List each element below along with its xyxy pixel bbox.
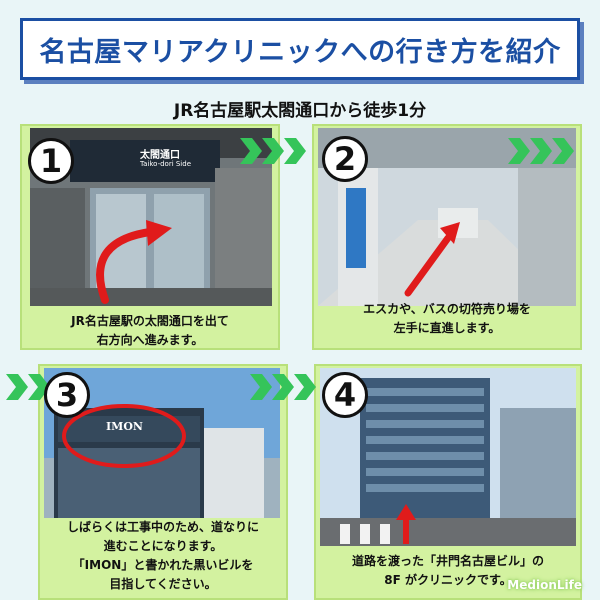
step-3-photo: IMON	[44, 368, 280, 518]
step-1-caption-line: JR名古屋駅の太閤通口を出て	[71, 314, 229, 328]
step-3-number: 3	[44, 372, 90, 418]
chevron-right-icon	[294, 374, 316, 400]
station-sign-label: 太閤通口	[140, 150, 180, 161]
station-sign-sub: Taiko-dori Side	[140, 160, 192, 168]
page-subtitle: JR名古屋駅太閤通口から徒歩1分	[173, 101, 427, 121]
chevron-right-icon	[552, 138, 574, 164]
step-3-caption-line: 目指してください。	[109, 577, 217, 591]
chevron-right-icon	[508, 138, 530, 164]
building-sign: IMON	[106, 420, 143, 433]
step-1-caption: JR名古屋駅の太閤通口を出て 右方向へ進みます。	[20, 312, 280, 350]
page-title: 名古屋マリアクリニックへの行き方を紹介	[39, 36, 561, 68]
page-title-box: 名古屋マリアクリニックへの行き方を紹介	[20, 18, 580, 80]
chevron-right-icon	[262, 138, 284, 164]
step-3-caption-line: 「IMON」と書かれた黒いビルを	[72, 558, 254, 572]
step-arrow-1-2	[240, 138, 306, 164]
step-arrow-3-4	[250, 374, 316, 400]
step-2-edge-arrows	[508, 138, 574, 164]
step-2-caption-line: 左手に直進します。	[393, 321, 501, 335]
step-4-number: 4	[322, 372, 368, 418]
step-2-caption: エスカや、バスの切符売り場を 左手に直進します。	[312, 300, 582, 338]
chevron-right-icon	[250, 374, 272, 400]
step-3-caption-line: 進むことになります。	[103, 539, 223, 553]
chevron-right-icon	[240, 138, 262, 164]
step-3-caption-line: しばらくは工事中のため、道なりに	[66, 520, 259, 534]
step-4-caption: 道路を渡った「井門名古屋ビル」の 8F がクリニックです。	[314, 552, 582, 590]
step-1-number: 1	[28, 138, 74, 184]
chevron-right-icon	[6, 374, 28, 400]
step-4-caption-line: 8F がクリニックです。	[384, 573, 512, 587]
step-4-caption-line: 道路を渡った「井門名古屋ビル」の	[351, 554, 544, 568]
chevron-right-icon	[284, 138, 306, 164]
step-1-caption-line: 右方向へ進みます。	[96, 333, 204, 347]
chevron-right-icon	[272, 374, 294, 400]
step-2-number: 2	[322, 136, 368, 182]
watermark-logo: MedionLife	[507, 578, 582, 592]
chevron-right-icon	[530, 138, 552, 164]
step-3-caption: しばらくは工事中のため、道なりに 進むことになります。 「IMON」と書かれた黒…	[38, 518, 288, 594]
step-2-caption-line: エスカや、バスの切符売り場を	[363, 302, 531, 316]
